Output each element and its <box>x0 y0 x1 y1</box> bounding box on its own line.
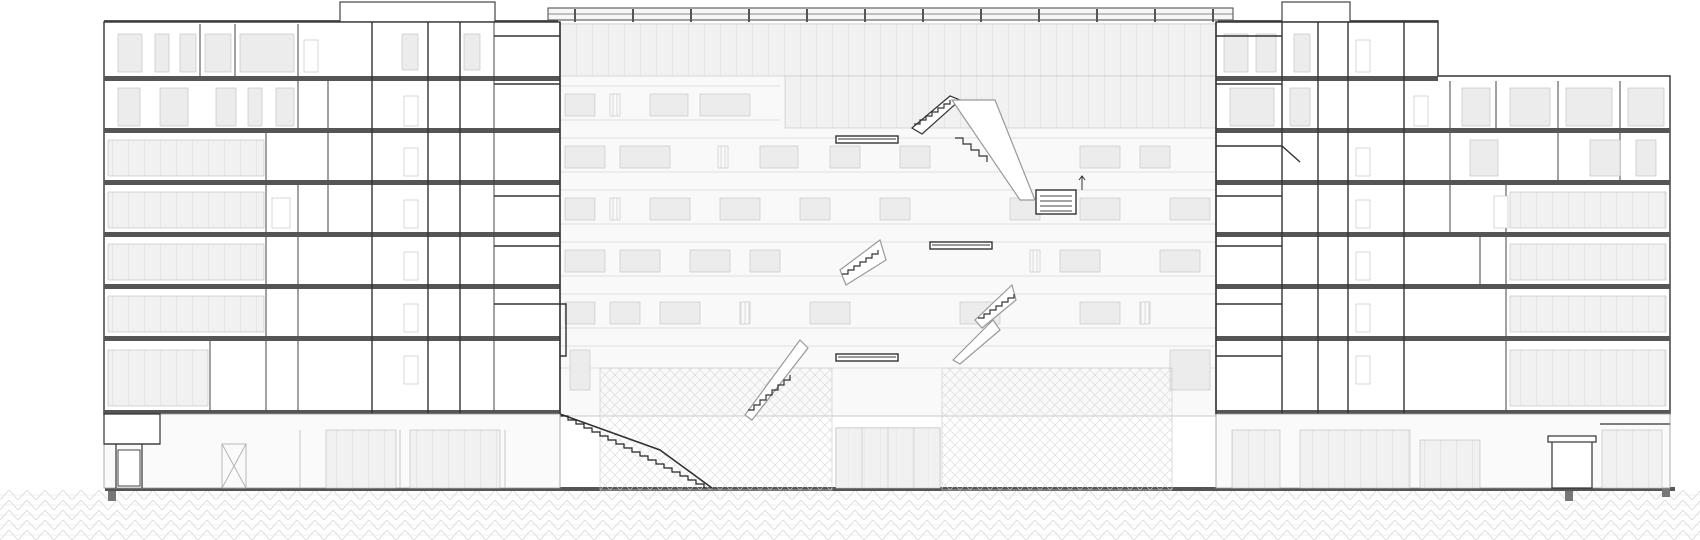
left-wing-bays <box>494 35 567 357</box>
stair-flight-4 <box>974 283 1017 329</box>
left-wing-slabs <box>104 76 560 415</box>
atrium-edge-walls <box>559 22 1217 414</box>
atrium-screen-left <box>599 367 833 491</box>
atrium-bridges <box>835 135 1077 362</box>
bridge-3 <box>835 353 899 362</box>
atrium-roof-trusses <box>574 9 1214 22</box>
atrium <box>559 23 1217 491</box>
left-windows <box>107 33 481 407</box>
atrium-screen-right <box>941 367 1173 491</box>
atrium-back-windows <box>564 93 1211 391</box>
bridge-2 <box>929 241 993 250</box>
left-wing <box>103 21 567 415</box>
right-wing-slabs <box>1216 76 1670 415</box>
level-marker <box>1078 175 1086 190</box>
left-partitions <box>199 22 495 410</box>
right-wing <box>1215 21 1671 415</box>
stair-flight-2 <box>950 99 1036 201</box>
right-ground-floor <box>1215 413 1671 489</box>
stair-ground <box>559 413 713 489</box>
bridge-4 <box>1035 189 1077 215</box>
left-ground-floor <box>103 413 561 489</box>
atrium-stairs <box>559 95 1036 489</box>
stair-flight-5 <box>744 339 809 421</box>
ground <box>0 487 1700 540</box>
right-wing-bays <box>1216 35 1301 357</box>
stair-flight-3 <box>839 239 887 286</box>
left-core <box>371 22 461 414</box>
right-core <box>1281 22 1405 414</box>
ground-door-cross <box>221 443 247 489</box>
bridge-1 <box>835 135 899 144</box>
stair-flight-6 <box>952 319 1001 365</box>
right-windows <box>1223 33 1667 407</box>
